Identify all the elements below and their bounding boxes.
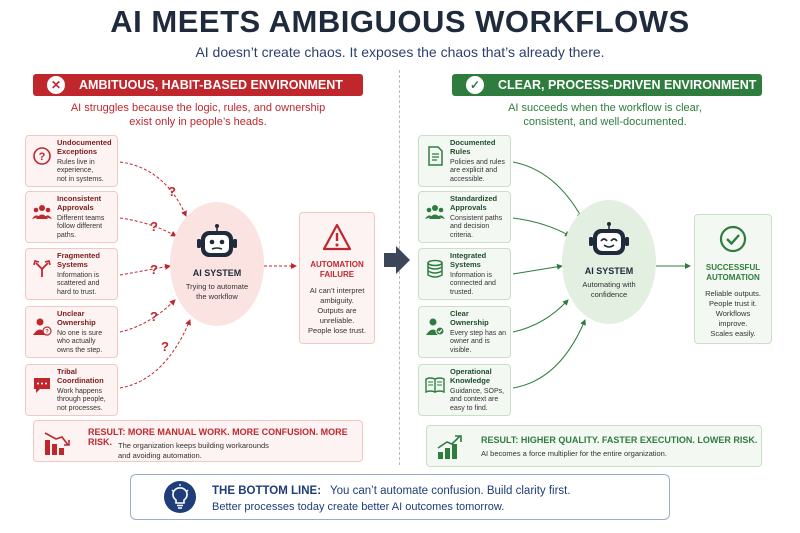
right-banner-label: CLEAR, PROCESS-DRIVEN ENVIRONMENT [498, 78, 757, 92]
question-mark: ? [161, 339, 169, 354]
svg-text:?: ? [45, 330, 49, 336]
person-question-icon: ? [33, 318, 52, 336]
bottom-line-box [130, 474, 670, 520]
left-banner: ✕ AMBITUOUS, HABIT-BASED ENVIRONMENT [33, 74, 363, 96]
question-mark: ? [150, 219, 158, 234]
question-icon: ? [33, 147, 51, 165]
right-banner: ✓ CLEAR, PROCESS-DRIVEN ENVIRONMENT [452, 74, 762, 96]
page-subtitle: AI doesn’t create chaos. It exposes the … [195, 44, 605, 60]
arrow-left-5 [119, 319, 191, 389]
arrow-right-5 [512, 319, 586, 389]
growth-chart-icon [437, 435, 462, 459]
bottom-line-text-2: Better processes today create better AI … [212, 501, 505, 513]
check-icon: ✓ [466, 76, 484, 94]
ai-system-label: AI SYSTEM [192, 268, 242, 278]
right-result-title: RESULT: HIGHER QUALITY. FASTER EXECUTION… [481, 435, 758, 445]
robot-confused-icon [197, 224, 237, 257]
ai-system-label: AI SYSTEM [584, 266, 634, 276]
bottom-line-heading: THE BOTTOM LINE: [212, 485, 322, 497]
page-title: AI MEETS AMBIGUOUS WORKFLOWS [110, 4, 690, 39]
warning-icon [322, 223, 352, 251]
document-icon [428, 146, 443, 166]
people-group-icon [32, 205, 52, 219]
arrow-right-1 [512, 161, 583, 219]
left-banner-label: AMBITUOUS, HABIT-BASED ENVIRONMENT [79, 78, 343, 92]
arrow-left-3 [119, 263, 171, 276]
question-mark: ? [150, 309, 158, 324]
arrow-right-3 [512, 263, 563, 275]
chat-icon [34, 378, 50, 393]
arrow-right-2 [512, 217, 571, 237]
right-result-text: AI becomes a force multiplier for the en… [481, 449, 667, 458]
left-result-title: RESULT: MORE MANUAL WORK. MORE CONFUSION… [88, 427, 348, 447]
question-mark: ? [168, 184, 176, 199]
declining-chart-icon [44, 432, 70, 455]
lightbulb-icon [164, 481, 196, 513]
right-description: AI succeeds when the workflow is clear, … [508, 102, 702, 128]
question-mark: ? [150, 262, 158, 277]
left-result-text: The organization keeps building workarou… [118, 441, 269, 460]
person-check-icon [426, 318, 445, 336]
arrow-left-4 [119, 299, 176, 333]
arrow-right-4 [512, 299, 569, 333]
right-result: RESULT: HIGHER QUALITY. FASTER EXECUTION… [426, 425, 762, 467]
people-group-icon [425, 205, 445, 219]
left-result: RESULT: MORE MANUAL WORK. MORE CONFUSION… [33, 420, 363, 462]
robot-happy-icon [589, 222, 629, 255]
x-icon: ✕ [47, 76, 65, 94]
left-description: AI struggles because the logic, rules, a… [70, 102, 326, 128]
arrow-left-2 [119, 217, 177, 237]
check-circle-icon [719, 225, 747, 253]
bottom-line-text-1: You can’t automate confusion. Build clar… [330, 485, 571, 497]
book-icon [425, 377, 445, 394]
database-icon [427, 259, 443, 278]
split-arrow-icon [33, 260, 51, 277]
center-arrow-icon [384, 246, 410, 274]
arrow-left-1 [119, 161, 187, 217]
svg-text:?: ? [39, 151, 46, 163]
